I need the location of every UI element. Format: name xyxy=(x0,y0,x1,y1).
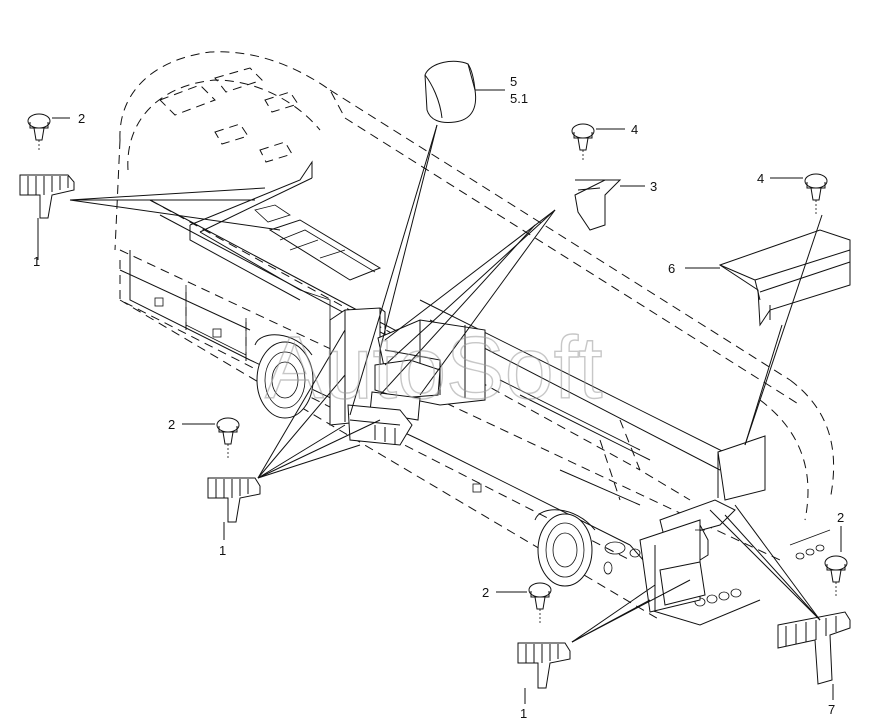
screw-4-top xyxy=(571,123,595,162)
callout-4-right: 4 xyxy=(757,171,764,186)
callout-6: 6 xyxy=(668,261,675,276)
rear-wheel xyxy=(534,509,641,587)
screw-2-bottom xyxy=(528,582,552,625)
callout-labels: 2 1 5 5.1 4 3 4 6 2 1 2 1 2 7 xyxy=(33,74,844,721)
comb-strip-1-bottom xyxy=(517,642,571,704)
front-wheel xyxy=(254,334,314,419)
watermark-text: AutoSoft xyxy=(265,318,603,417)
callout-1-left: 1 xyxy=(33,254,40,269)
rear-duct-assembly xyxy=(639,435,766,613)
callout-1-bottom: 1 xyxy=(520,706,527,721)
callout-5-1: 5.1 xyxy=(510,91,528,106)
part-3-angle-strip xyxy=(574,179,622,231)
callout-2-right: 2 xyxy=(837,510,844,525)
callout-1-mid: 1 xyxy=(219,543,226,558)
screw-2-right xyxy=(824,555,848,598)
screw-4-right xyxy=(804,173,828,214)
comb-strip-1-left xyxy=(19,174,75,260)
part-6-roof-trim xyxy=(718,229,851,327)
callout-2-top-left: 2 xyxy=(78,111,85,126)
callout-3: 3 xyxy=(650,179,657,194)
callout-4-top: 4 xyxy=(631,122,638,137)
callout-5: 5 xyxy=(510,74,517,89)
screw-2-top-left xyxy=(27,113,51,152)
leader-lines xyxy=(52,89,842,643)
callout-2-mid-left: 2 xyxy=(168,417,175,432)
comb-strip-7-right xyxy=(777,611,851,700)
callout-2-bottom: 2 xyxy=(482,585,489,600)
screw-2-mid-left xyxy=(216,417,240,458)
center-duct-assembly xyxy=(329,307,486,446)
part-5-cover xyxy=(424,60,477,123)
roof-ducts xyxy=(189,160,382,320)
comb-strip-1-mid xyxy=(207,477,261,540)
callout-7: 7 xyxy=(828,702,835,717)
